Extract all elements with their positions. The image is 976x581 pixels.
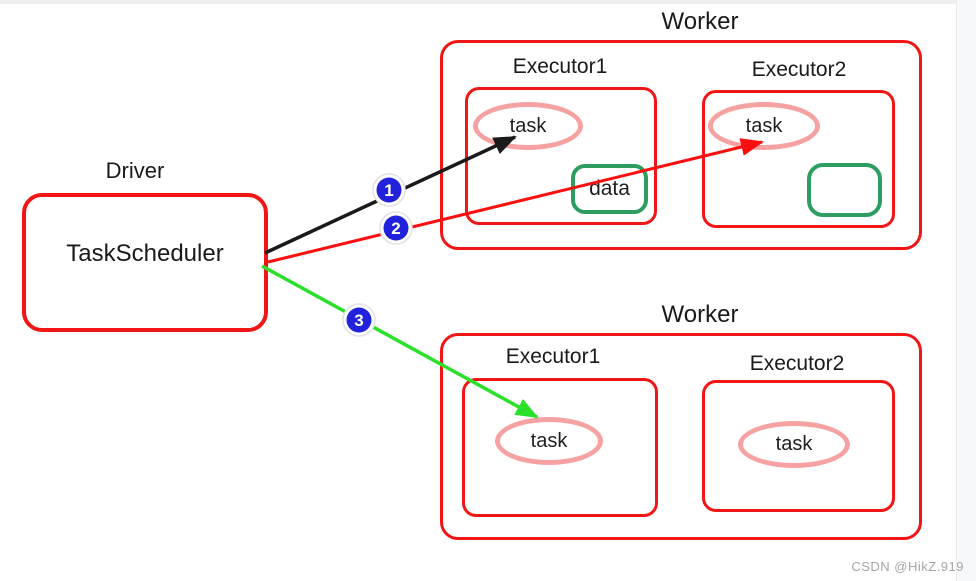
- worker2-executor1-task-ellipse: task: [495, 417, 603, 465]
- driver-box: TaskScheduler: [22, 193, 268, 332]
- badge-2-circle: [383, 215, 409, 241]
- page-right-strip: [956, 0, 976, 581]
- worker2-title: Worker: [661, 301, 739, 328]
- worker1-executor1-task-ellipse: task: [473, 102, 583, 150]
- worker2-executor2-title: Executor2: [749, 352, 845, 375]
- page-top-strip: [0, 0, 976, 4]
- badge-2-number: 2: [391, 219, 400, 238]
- badge-1: 1: [372, 173, 406, 207]
- badge-3-circle: [346, 307, 372, 333]
- data-label: data: [589, 177, 630, 200]
- worker1-title: Worker: [661, 8, 739, 35]
- worker2-executor1-title: Executor1: [505, 345, 601, 368]
- task-label: task: [745, 114, 783, 137]
- csdn-watermark: CSDN @HikZ.919: [851, 559, 964, 574]
- worker1-executor2-empty-data-box: [807, 163, 882, 217]
- worker1-executor1-data-box: data: [571, 164, 648, 214]
- worker1-executor2-title: Executor2: [751, 58, 847, 81]
- badge-1-ring: [372, 173, 406, 207]
- task-label: task: [775, 433, 813, 455]
- badge-3: 3: [342, 303, 376, 337]
- badge-2: 2: [379, 211, 413, 245]
- worker2-executor1-box: [462, 378, 658, 517]
- task-label: task: [530, 429, 568, 452]
- driver-title: Driver: [105, 158, 165, 183]
- taskscheduler-label: TaskScheduler: [66, 240, 224, 267]
- badge-2-ring: [379, 211, 413, 245]
- task-label: task: [509, 114, 547, 137]
- badge-3-number: 3: [354, 311, 363, 330]
- worker2-executor2-box: [702, 380, 895, 512]
- worker2-executor2-task-ellipse: task: [738, 421, 850, 468]
- worker1-executor2-task-ellipse: task: [708, 102, 820, 150]
- badge-1-number: 1: [384, 181, 393, 200]
- badge-3-ring: [342, 303, 376, 337]
- worker1-executor1-title: Executor1: [512, 55, 608, 78]
- worker2-box: [440, 333, 922, 540]
- badge-1-circle: [376, 177, 402, 203]
